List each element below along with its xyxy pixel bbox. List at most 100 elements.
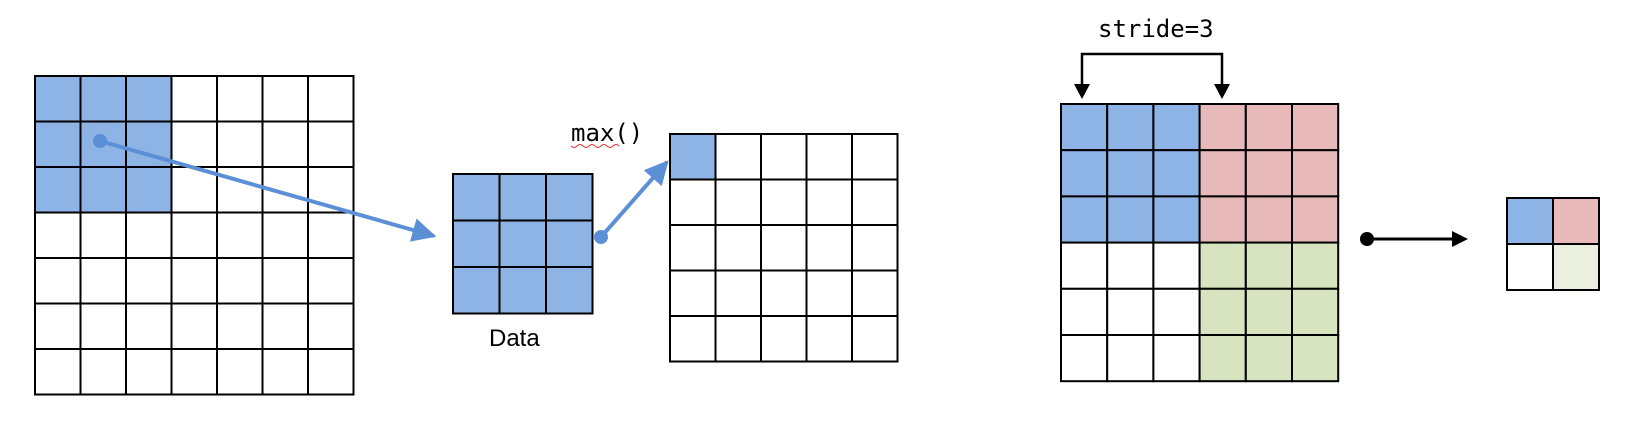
grid-cell: [1506, 243, 1554, 291]
input-to-window-arrow: [93, 134, 437, 242]
grid-cell: [851, 133, 899, 181]
grid-cell: [170, 75, 218, 123]
grid-cell: [1291, 241, 1340, 290]
grid-cell: [125, 302, 173, 350]
window-to-output-arrow: [594, 160, 669, 244]
grid-cell: [79, 211, 127, 259]
grid-cell: [216, 302, 264, 350]
grid-cell: [307, 257, 355, 305]
grid-cell: [1106, 103, 1155, 152]
grid-cell: [125, 257, 173, 305]
grid-cell: [216, 257, 264, 305]
input-grid: [34, 75, 355, 396]
grid-cell: [216, 166, 264, 214]
grid-cell: [1244, 103, 1294, 152]
grid-cell: [261, 120, 309, 168]
grid-cell: [34, 257, 82, 305]
grid-cell: [1060, 103, 1109, 152]
grid-cell: [1291, 287, 1340, 336]
bracket-line: [1080, 52, 1224, 94]
grid-cell: [1198, 241, 1247, 290]
grid-cell: [307, 348, 355, 396]
grid-cell: [125, 211, 173, 259]
grid-cell: [1106, 334, 1155, 383]
grid-cell: [307, 120, 355, 168]
grid-cell: [79, 166, 127, 214]
grid-cell: [34, 211, 82, 259]
arrow-line: [99, 139, 437, 242]
grid-cell: [34, 348, 82, 396]
grid-cell: [1291, 149, 1340, 198]
grid-cell: [851, 178, 899, 226]
grid-cell: [760, 269, 808, 317]
grid-cell: [714, 224, 762, 272]
grid-cell: [170, 120, 218, 168]
grid-cell: [1506, 197, 1554, 245]
grid-cell: [1198, 149, 1247, 198]
grid-cell: [1060, 287, 1109, 336]
grid-cell: [216, 348, 264, 396]
grid-cell: [1244, 287, 1294, 336]
grid-cell: [760, 178, 808, 226]
grid-cell: [851, 224, 899, 272]
grid-cell: [34, 75, 82, 123]
grid-cell: [669, 178, 717, 226]
grid-cell: [1291, 103, 1340, 152]
grid-cell: [261, 75, 309, 123]
grid-cell: [1060, 149, 1109, 198]
grid-cell: [498, 219, 547, 268]
arrow-head: [1452, 231, 1468, 247]
grid-cell: [545, 219, 594, 268]
grid-cell: [261, 348, 309, 396]
grid-cell: [79, 302, 127, 350]
grid-cell: [1060, 334, 1109, 383]
grid-cell: [261, 302, 309, 350]
grid-cell: [170, 302, 218, 350]
pool-result-arrow: [1360, 231, 1468, 247]
grid-cell: [1152, 103, 1201, 152]
grid-cell: [125, 348, 173, 396]
stride-bracket: stride=3: [1074, 15, 1230, 99]
grid-cell: [170, 257, 218, 305]
grid-cell: [170, 348, 218, 396]
grid-cell: [1152, 241, 1201, 290]
grid-cell: [1552, 197, 1600, 245]
grid-cell: [216, 211, 264, 259]
grid-cell: [760, 133, 808, 181]
grid-cell: [1106, 195, 1155, 244]
grid-cell: [307, 211, 355, 259]
spellcheck-underline: [570, 144, 620, 148]
grid-cell: [760, 315, 808, 363]
grid-cell: [452, 266, 501, 315]
grid-cell: [1152, 287, 1201, 336]
grid-cell: [851, 315, 899, 363]
grid-cell: [1552, 243, 1600, 291]
grid-cell: [261, 257, 309, 305]
grid-cell: [1291, 195, 1340, 244]
grid-cell: [498, 266, 547, 315]
pooling-window-grid: [452, 173, 594, 315]
grid-cell: [216, 120, 264, 168]
grid-cell: [125, 75, 173, 123]
max-function-label: max(): [571, 119, 643, 147]
grid-cell: [452, 219, 501, 268]
grid-cell: [79, 257, 127, 305]
grid-cell: [1291, 334, 1340, 383]
grid-cell: [805, 133, 853, 181]
grid-cell: [1152, 195, 1201, 244]
grid-cell: [1106, 287, 1155, 336]
grid-cell: [545, 266, 594, 315]
grid-cell: [170, 211, 218, 259]
grid-cell: [79, 348, 127, 396]
grid-cell: [714, 178, 762, 226]
grid-cell: [1198, 103, 1247, 152]
grid-cell: [34, 166, 82, 214]
grid-cell: [307, 302, 355, 350]
grid-cell: [261, 211, 309, 259]
grid-cell: [851, 269, 899, 317]
grid-cell: [498, 173, 547, 222]
grid-cell: [714, 269, 762, 317]
grid-cell: [1106, 149, 1155, 198]
grid-cell: [669, 224, 717, 272]
